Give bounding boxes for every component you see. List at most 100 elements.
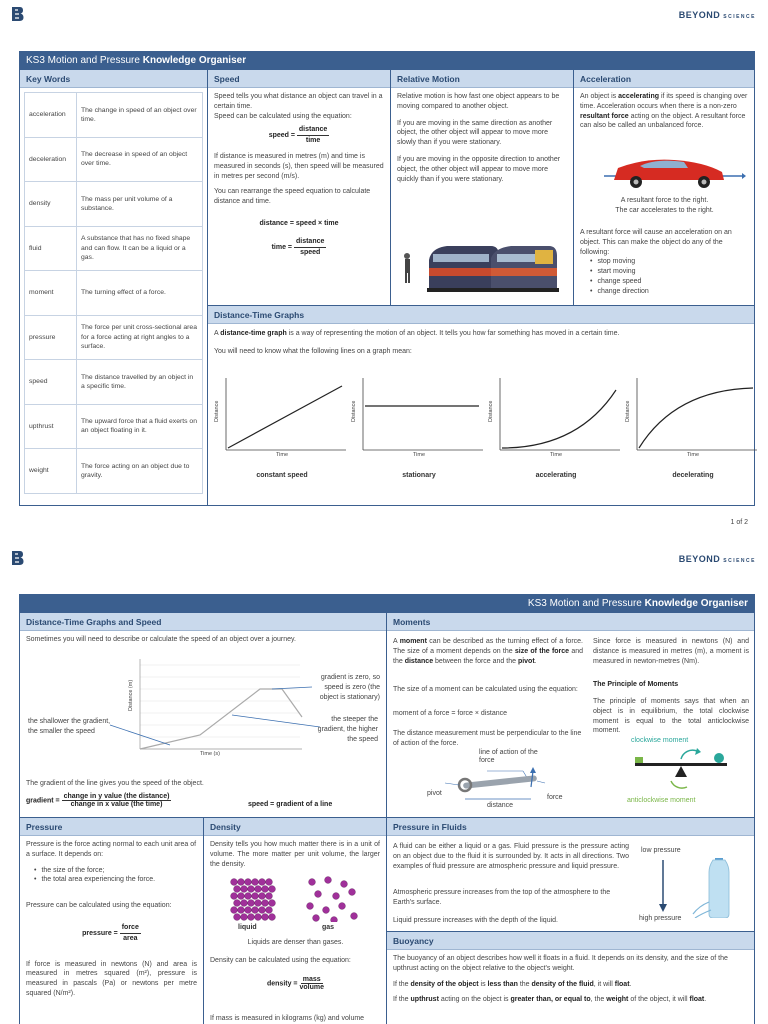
keyword-term: fluid bbox=[25, 226, 77, 270]
buoyancy-header: Buoyancy bbox=[387, 932, 754, 950]
list-item: stop moving bbox=[590, 257, 750, 267]
buoyancy-section: Buoyancy The buoyancy of an object descr… bbox=[386, 931, 754, 1024]
list-item: the size of the force; bbox=[34, 866, 197, 876]
dt-graph-label: accelerating bbox=[535, 472, 577, 479]
label-distance: distance bbox=[487, 802, 514, 809]
keyword-term: acceleration bbox=[25, 93, 77, 137]
dtg-speed-text-2: The gradient of the line gives you the s… bbox=[26, 780, 204, 787]
keyword-term: upthrust bbox=[25, 404, 77, 448]
list-item: the total area experiencing the force. bbox=[34, 875, 197, 885]
density-section: Density Density tells you how much matte… bbox=[203, 817, 386, 1024]
annotation-steep: the steeper the gradient, the higher the… bbox=[317, 716, 378, 743]
acceleration-text-1: An object is accelerating if its speed i… bbox=[580, 93, 748, 130]
label-gas: gas bbox=[322, 924, 335, 931]
dtg-text-1: A distance-time graph is a way of repres… bbox=[214, 330, 620, 337]
pressure-text-1: Pressure is the force acting normal to e… bbox=[26, 841, 197, 858]
density-text-3: Density can be calculated using the equa… bbox=[210, 957, 351, 964]
brand-name: BEYOND SCIENCE bbox=[678, 10, 756, 20]
page2-frame: KS3 Motion and Pressure Knowledge Organi… bbox=[19, 594, 755, 1024]
density-text-2: Liquids are denser than gases. bbox=[247, 939, 344, 946]
list-item: start moving bbox=[590, 267, 750, 277]
relative-motion-section: Relative Motion Relative motion is how f… bbox=[390, 70, 573, 305]
fluid-text-2: Atmospheric pressure increases from the … bbox=[393, 889, 611, 906]
label-low-pressure: low pressure bbox=[641, 847, 681, 854]
keyword-definition: The turning effect of a force. bbox=[81, 289, 166, 297]
keyword-term: density bbox=[25, 182, 77, 226]
beyond-logo-icon bbox=[12, 7, 24, 21]
distance-time-graphs-section: Distance-Time Graphs A distance-time gra… bbox=[207, 305, 757, 505]
spanner-diagram bbox=[444, 767, 546, 800]
acceleration-list: stop moving start moving change speed ch… bbox=[580, 257, 750, 296]
car-caption-1: A resultant force to the right. bbox=[620, 197, 709, 204]
moments-section: Moments A moment can be described as the… bbox=[386, 613, 754, 817]
annotation-shallow: the shallower the gradient, the smaller … bbox=[28, 718, 111, 735]
acceleration-section: Acceleration An object is accelerating i… bbox=[573, 70, 754, 305]
buoyancy-text-1: The buoyancy of an object describes how … bbox=[393, 955, 728, 972]
speed-text-1: Speed tells you what distance an object … bbox=[214, 93, 383, 110]
moments-text-2: The size of a moment can be calculated u… bbox=[393, 686, 578, 693]
dt-graph-plot bbox=[636, 378, 757, 451]
keyword-definition: The distance travelled by an object in a… bbox=[81, 373, 194, 390]
journey-y-axis: Distance (m) bbox=[128, 679, 134, 711]
keyword-definition: The mass per unit volume of a substance. bbox=[81, 195, 173, 212]
keyword-definition: The change in speed of an object over ti… bbox=[81, 106, 197, 123]
dt-graph-y-axis: Distance bbox=[488, 400, 494, 422]
keyword-term: speed bbox=[25, 360, 77, 404]
beyond-logo-icon bbox=[12, 551, 24, 565]
keyword-term: deceleration bbox=[25, 137, 77, 181]
label-pivot: pivot bbox=[427, 790, 442, 797]
dt-graph-plot bbox=[225, 378, 346, 451]
speed-text-2: Speed can be calculated using the equati… bbox=[214, 112, 352, 120]
moments-text-1: A moment can be described as the turning… bbox=[393, 638, 584, 665]
keyword-definition: A substance that has no fixed shape and … bbox=[81, 235, 191, 261]
label-clockwise: clockwise moment bbox=[631, 737, 689, 744]
dt-graph-x-axis: Time bbox=[413, 452, 426, 458]
speed-text-4: You can rearrange the speed equation to … bbox=[214, 188, 371, 206]
journey-x-axis: Time (s) bbox=[200, 751, 220, 757]
brand-name: BEYOND SCIENCE bbox=[678, 554, 756, 564]
density-text-4: If mass is measured in kilograms (kg) an… bbox=[210, 1015, 365, 1022]
dtg-text-2: You will need to know what the following… bbox=[214, 347, 412, 355]
speed-section: Speed Speed tells you what distance an o… bbox=[207, 70, 390, 305]
dtg-speed-text-1: Sometimes you will need to describe or c… bbox=[26, 636, 296, 643]
journey-graph bbox=[109, 659, 321, 750]
buoyancy-text-2: If the density of the object is less tha… bbox=[393, 980, 632, 988]
moments-units-text: Since force is measured in newtons (N) a… bbox=[593, 638, 749, 665]
dt-graph-x-axis: Time bbox=[687, 452, 700, 458]
keywords-header: Key Words bbox=[20, 70, 207, 88]
speed-gradient-equation: speed = gradient of a line bbox=[248, 801, 333, 808]
density-header: Density bbox=[204, 818, 386, 836]
trains-illustration bbox=[404, 246, 559, 292]
dt-graph-y-axis: Distance bbox=[625, 400, 631, 422]
seesaw-diagram bbox=[635, 748, 727, 789]
moments-text-3: The distance measurement must be perpend… bbox=[393, 730, 582, 747]
keyword-definition: The decrease in speed of an object over … bbox=[81, 151, 188, 168]
label-high-pressure: high pressure bbox=[639, 915, 682, 922]
dtg-header: Distance-Time Graphs bbox=[208, 306, 754, 324]
dt-graph-plot bbox=[499, 378, 620, 451]
label-liquid: liquid bbox=[238, 924, 257, 931]
speed-header: Speed bbox=[208, 70, 390, 88]
pressure-text-2: Pressure can be calculated using the equ… bbox=[26, 902, 172, 910]
page1-frame: KS3 Motion and Pressure Knowledge Organi… bbox=[19, 51, 757, 506]
acceleration-header: Acceleration bbox=[574, 70, 754, 88]
keyword-term: pressure bbox=[25, 315, 77, 359]
car-caption-2: The car accelerates to the right. bbox=[615, 206, 714, 214]
gradient-equation: gradient = change in y value (the distan… bbox=[26, 793, 172, 808]
pressure-list: the size of the force; the total area ex… bbox=[26, 866, 197, 886]
fluid-pressure-header: Pressure in Fluids bbox=[387, 818, 754, 836]
